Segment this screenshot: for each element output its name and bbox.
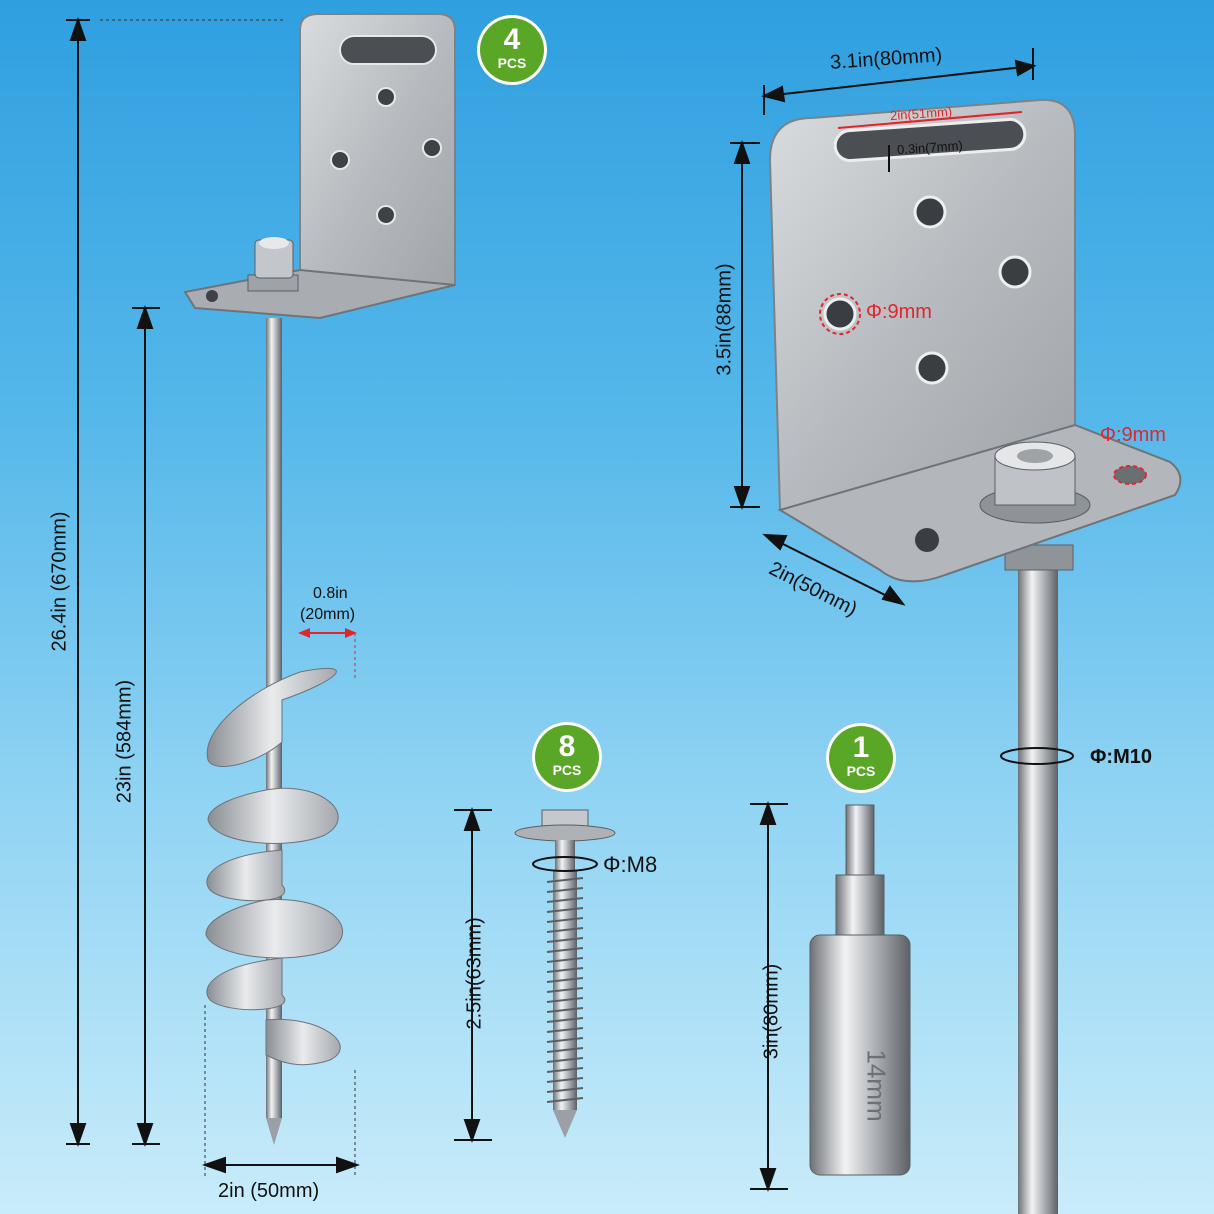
badge-unit: PCS <box>552 762 582 778</box>
blade-width-mm-label: (20mm) <box>300 606 356 623</box>
screw-thread-line <box>546 987 584 993</box>
rod-thread-label: Φ:M10 <box>1090 746 1152 768</box>
anchor-shaft-length-label: 23in (584mm) <box>113 679 136 804</box>
quantity-badge-socket: 1 PCS <box>826 723 896 793</box>
screw-thread-line <box>546 1037 584 1043</box>
base-hole-diameter-label: Φ:9mm <box>1100 424 1166 446</box>
screw-thread-line <box>546 927 584 933</box>
screw-thread-line <box>546 997 584 1003</box>
badge-count: 8 <box>558 730 576 763</box>
anchor-total-length-label: 26.4in (670mm) <box>48 511 71 652</box>
screw-thread-line <box>546 877 584 883</box>
quantity-badge-screw: 8 PCS <box>532 722 602 792</box>
badge-unit: PCS <box>846 763 876 779</box>
screw-thread-line <box>546 1067 584 1073</box>
screw-thread-line <box>546 917 584 923</box>
screw-thread-line <box>546 937 584 943</box>
bracket-height-label: 3.5in(88mm) <box>713 263 736 376</box>
screw-thread-line <box>546 1087 584 1093</box>
screw-thread-line <box>546 1077 584 1083</box>
hex-socket-driver <box>750 800 911 1193</box>
screw-thread-line <box>546 977 584 983</box>
quantity-badge-anchor: 4 PCS <box>477 15 547 85</box>
screw-thread-line <box>546 947 584 953</box>
screw-thread-line <box>546 1047 584 1053</box>
screw-thread-line <box>546 1027 584 1033</box>
screw-thread-line <box>546 1017 584 1023</box>
badge-count: 4 <box>503 23 521 56</box>
screw-thread-line <box>546 1097 584 1103</box>
screw-thread-line <box>546 1057 584 1063</box>
screw-length-label: 2.5in(63mm) <box>463 917 486 1030</box>
badge-count: 1 <box>852 731 870 764</box>
screw-thread-line <box>546 907 584 913</box>
badge-unit: PCS <box>497 55 527 71</box>
blade-width-label: 0.8in <box>313 585 348 602</box>
screw-thread-line <box>546 1007 584 1013</box>
helix-diameter-label: 2in (50mm) <box>218 1180 320 1202</box>
bracket-closeup <box>730 48 1182 1214</box>
screw-thread-line <box>546 967 584 973</box>
screw-thread-line <box>546 887 584 893</box>
screw-thread-line <box>546 957 584 963</box>
socket-size-engraving: 14mm <box>861 1049 892 1122</box>
socket-length-label: 3in(80mm) <box>760 963 783 1060</box>
ground-anchor <box>66 13 456 1178</box>
hole-diameter-label: Φ:9mm <box>866 301 932 323</box>
lag-screw <box>454 806 616 1144</box>
screw-thread-line <box>546 897 584 903</box>
screw-thread-label: Φ:M8 <box>603 852 658 877</box>
